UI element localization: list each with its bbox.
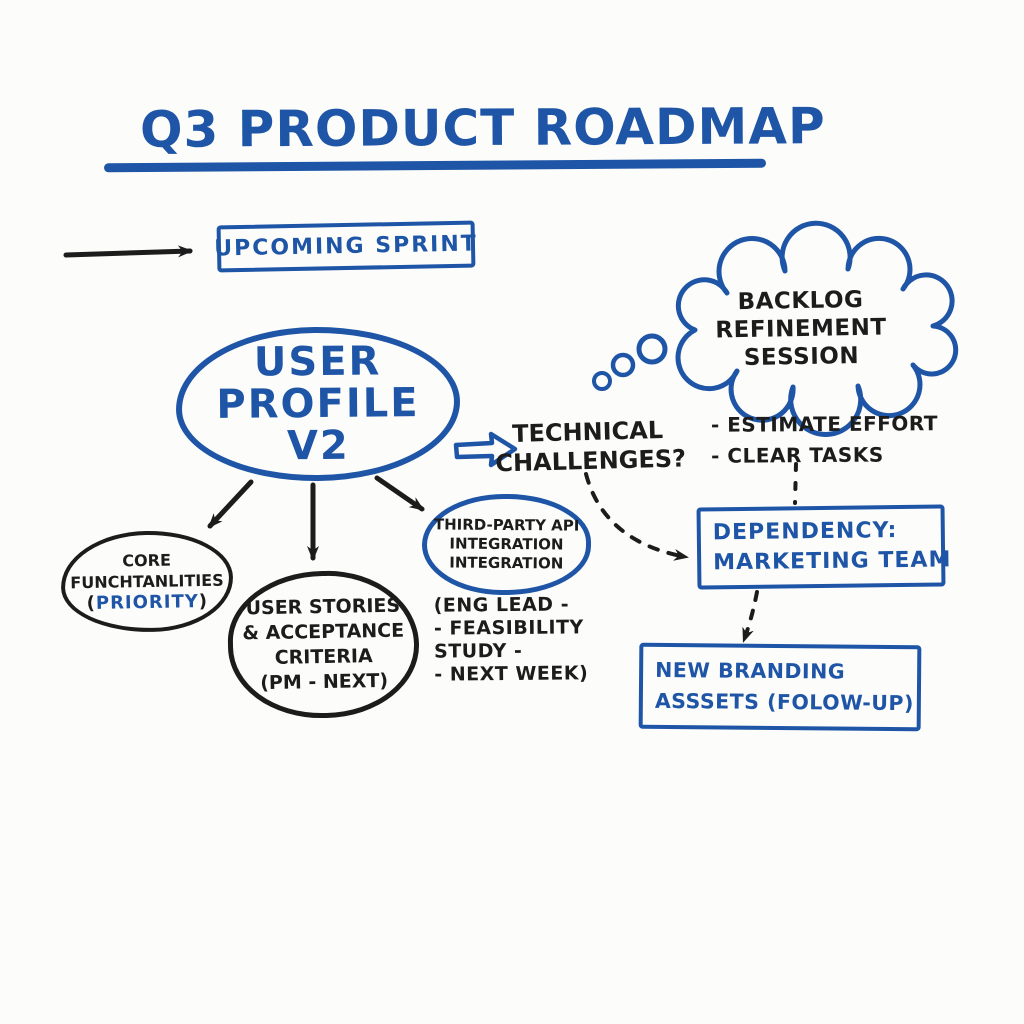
- arrow-to-upcoming-sprint: [63, 245, 193, 258]
- upcoming-sprint-box[interactable]: UPCOMING SPRINT: [214, 220, 478, 273]
- third-party-line3: INTEGRATION: [449, 553, 564, 573]
- page-title: Q3 PRODUCT ROADMAP: [139, 97, 826, 159]
- core-line1: CORE: [122, 550, 172, 571]
- dashed-arrow-challenges-to-dependency: [584, 472, 689, 561]
- technical-challenges-line2: CHALLENGES?: [495, 444, 687, 478]
- backlog-cloud-line2: REFINEMENT: [715, 314, 887, 344]
- thought-bubble-large: [636, 333, 668, 365]
- user-profile-line2: PROFILE: [216, 380, 420, 428]
- eng-lead-line3: STUDY -: [434, 639, 523, 663]
- dependency-marketing-box[interactable]: DEPENDENCY: MARKETING TEAM: [696, 504, 952, 590]
- backlog-cloud-line3: SESSION: [743, 342, 860, 371]
- new-branding-line1: NEW BRANDING: [655, 657, 846, 684]
- user-stories-line2: & ACCEPTANCE: [242, 619, 405, 644]
- dashed-connector-tasks-to-dependency: [793, 462, 798, 505]
- third-party-api-node[interactable]: THIRD-PARTY API INTEGRATION INTEGRATION: [421, 493, 592, 596]
- backlog-cloud-label[interactable]: BACKLOG REFINEMENT SESSION: [691, 285, 910, 373]
- thought-cloud-shape: [675, 220, 959, 437]
- third-party-line1: THIRD-PARTY API: [433, 515, 580, 535]
- core-priority-line: (PRIORITY): [86, 591, 208, 614]
- third-party-line2: INTEGRATION: [449, 534, 564, 554]
- user-profile-line1: USER: [253, 338, 382, 386]
- user-stories-line4: (PM - NEXT): [260, 669, 389, 694]
- backlog-cloud-line1: BACKLOG: [737, 286, 864, 316]
- eng-lead-line1: (ENG LEAD -: [433, 593, 570, 617]
- user-profile-line3: V2: [286, 422, 350, 470]
- arrow-profile-to-api: [374, 475, 425, 512]
- thought-bubble-medium: [610, 352, 636, 378]
- refinement-task-list: - ESTIMATE EFFORT - CLEAR TASKS: [711, 408, 939, 472]
- technical-challenges-label: TECHNICAL CHALLENGES?: [494, 416, 687, 479]
- dashed-arrow-dependency-to-branding: [742, 590, 759, 643]
- user-stories-line3: CRITERIA: [274, 644, 373, 669]
- upcoming-sprint-label: UPCOMING SPRINT: [214, 231, 478, 262]
- arrow-profile-to-core: [207, 479, 254, 529]
- block-arrow-icon: [453, 431, 518, 468]
- new-branding-line2: ASSSETS (FOLOW-UP): [654, 688, 914, 716]
- core-paren-open: (: [86, 592, 97, 615]
- new-branding-box[interactable]: NEW BRANDING ASSSETS (FOLOW-UP): [638, 642, 922, 732]
- eng-lead-note: (ENG LEAD - - FEASIBILITY STUDY - - NEXT…: [434, 593, 589, 686]
- dependency-line1: DEPENDENCY:: [712, 518, 898, 546]
- core-line2: FUNCHTANLITIES: [70, 570, 224, 593]
- refinement-item-estimate: - ESTIMATE EFFORT: [710, 411, 939, 437]
- refinement-item-tasks: - CLEAR TASKS: [711, 442, 884, 468]
- user-stories-line1: USER STORIES: [245, 594, 401, 619]
- thought-bubble-small: [592, 371, 612, 391]
- eng-lead-line2: - FEASIBILITY: [433, 616, 584, 640]
- core-priority-highlight: PRIORITY: [95, 591, 199, 614]
- eng-lead-line4: - NEXT WEEK): [434, 662, 589, 686]
- dependency-line2: MARKETING TEAM: [713, 547, 952, 576]
- core-paren-close: ): [198, 590, 209, 613]
